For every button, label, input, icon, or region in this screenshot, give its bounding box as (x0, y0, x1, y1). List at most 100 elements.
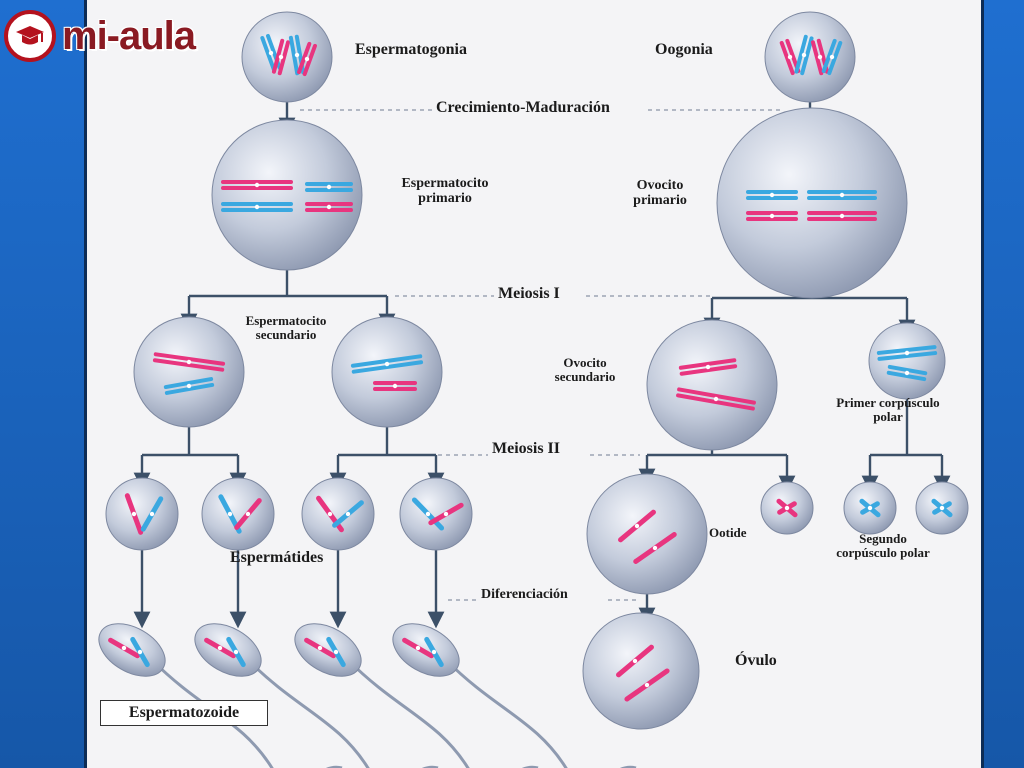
chromosome (746, 190, 798, 200)
label-diferenciacion: Diferenciación (481, 587, 568, 602)
centromere (817, 54, 823, 60)
centromere (644, 682, 650, 688)
cell-membrane (586, 473, 708, 595)
cell-membrane (301, 477, 375, 551)
chromatid (821, 38, 837, 74)
centromere (443, 511, 449, 517)
centromere (294, 52, 300, 58)
cell-espermatocito-primario (211, 119, 363, 271)
cell-segundo-corpusculo-polar (915, 481, 969, 535)
label-espermatogonia: Espermatogonia (355, 41, 467, 58)
centromere (652, 545, 658, 551)
spermatozoon-head (392, 623, 460, 677)
chromatid (351, 360, 424, 374)
cell-segundo-corpusculo-polar (760, 481, 814, 535)
label-oogonia: Oogonia (655, 41, 713, 58)
chromosome (373, 381, 417, 391)
chromosome (271, 38, 291, 76)
chromatid (746, 196, 798, 200)
cell-membrane (646, 319, 778, 451)
centromere (787, 54, 793, 60)
cell-espermatocito-secundario-b (331, 316, 443, 428)
chromatid (373, 381, 417, 385)
chromatid (373, 387, 417, 391)
chromatid (746, 211, 798, 215)
centromere (149, 511, 155, 517)
centromere (904, 370, 910, 376)
centromere (939, 505, 945, 511)
chromatid (807, 190, 877, 194)
label-espermatides: Espermátides (230, 549, 324, 566)
centromere (333, 649, 339, 655)
espermatozoide-label-box: Espermatozoide (100, 700, 268, 726)
centromere (186, 359, 192, 365)
centromere (904, 350, 910, 356)
chromosome (807, 190, 877, 200)
centromere (392, 383, 398, 389)
chromatid (260, 36, 276, 73)
chromosome (860, 501, 880, 515)
sperm-tail (444, 658, 637, 768)
cell-membrane (133, 316, 245, 428)
chromosome (234, 498, 262, 530)
chromosome (221, 180, 293, 190)
chromatid (827, 40, 843, 76)
chromosome (304, 637, 336, 659)
centromere (326, 184, 332, 190)
centromere (632, 658, 638, 664)
chromatid (305, 208, 353, 212)
cell-espermatide (301, 477, 375, 551)
logo-text: mi-aula (62, 13, 196, 58)
cell-segundo-corpusculo-polar (843, 481, 897, 535)
chromosome (678, 358, 738, 376)
chromatid (305, 182, 353, 186)
centromere (233, 649, 239, 655)
chromosome (297, 41, 317, 77)
cell-membrane (331, 316, 443, 428)
chromosome (633, 532, 677, 564)
spermatozoon-head (294, 623, 362, 677)
centromere (137, 649, 143, 655)
chromosome (226, 636, 246, 668)
cell-membrane (105, 477, 179, 551)
chromatid (163, 377, 214, 390)
chromatid (887, 364, 928, 376)
label-ovocito-primario: Ovocito primario (633, 178, 687, 208)
chromatid (302, 43, 317, 77)
cell-membrane (764, 11, 856, 103)
centromere (425, 511, 431, 517)
cell-ovocito-secundario (646, 319, 778, 451)
chromatid (350, 354, 423, 368)
centromere (327, 511, 333, 517)
label-ovocito-secundario: Ovocito secundario (554, 355, 616, 384)
chromatid (807, 217, 877, 221)
chromosome (428, 502, 464, 526)
centromere (268, 50, 274, 56)
chromatid (221, 186, 293, 190)
spermatozoon-head (194, 623, 262, 677)
chromatid (746, 217, 798, 221)
chromatid (800, 36, 814, 76)
cell-membrane (716, 107, 908, 299)
chromosome (218, 494, 242, 534)
cell-ovocito-primario (716, 107, 908, 299)
cell-membrane (201, 477, 275, 551)
chromatid (779, 40, 795, 76)
chromosome (932, 501, 952, 515)
centromere (769, 192, 775, 198)
cell-espermatocito-secundario-a (133, 316, 245, 428)
centromere (784, 505, 790, 511)
chromosome (746, 211, 798, 221)
chromatid (277, 40, 291, 76)
cell-membrane (211, 119, 363, 271)
label-crecimiento-maduracion: Crecimiento-Maduración (436, 99, 610, 116)
centromere (867, 505, 873, 511)
cell-espermatide (399, 477, 473, 551)
centromere (326, 204, 332, 210)
cell-ootide (586, 473, 708, 595)
centromere (713, 396, 719, 402)
mi-aula-logo: mi-aula (4, 6, 230, 66)
centromere (131, 511, 137, 517)
chromatid (886, 370, 927, 382)
centromere (829, 54, 835, 60)
